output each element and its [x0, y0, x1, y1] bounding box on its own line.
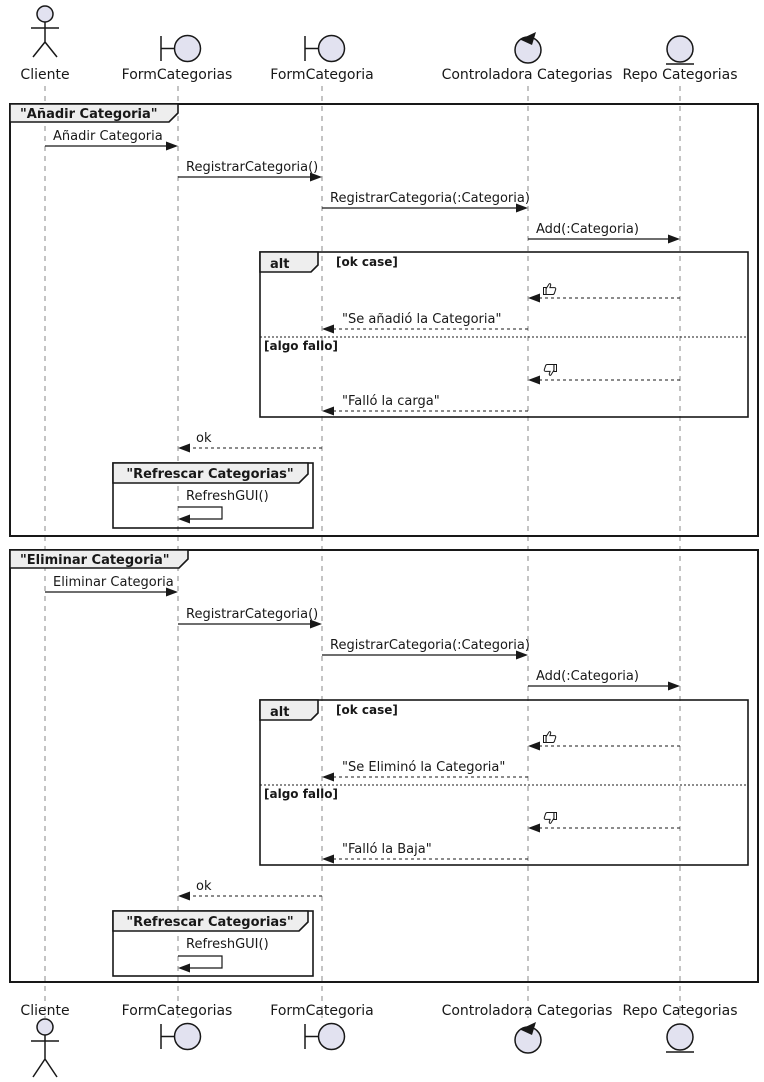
control-icon [514, 1022, 542, 1054]
reply-thumbs-up [528, 731, 680, 751]
entity-icon [666, 35, 694, 65]
svg-text:RegistrarCategoria(): RegistrarCategoria() [186, 607, 318, 622]
thumbs-up-icon [543, 731, 557, 743]
reply-fallo-carga: "Falló la carga" [322, 394, 528, 416]
participant-label: Controladora Categorias [442, 1003, 613, 1019]
message-registrar-categoria: RegistrarCategoria() [178, 160, 322, 182]
svg-text:ok: ok [196, 879, 212, 894]
alt-label: alt [270, 705, 289, 720]
svg-text:Añadir Categoria: Añadir Categoria [53, 129, 163, 144]
participant-formcategorias-bottom: FormCategorias [122, 1003, 233, 1051]
thumbs-up-icon [543, 283, 557, 295]
participant-label: Cliente [20, 1003, 69, 1019]
message-add-categoria: Add(:Categoria) [528, 222, 680, 244]
reply-ok: ok [178, 879, 322, 901]
svg-text:RegistrarCategoria(:Categoria): RegistrarCategoria(:Categoria) [330, 191, 530, 206]
svg-text:"Se añadió la Categoria": "Se añadió la Categoria" [342, 312, 501, 327]
thumbs-down-icon [543, 364, 557, 376]
svg-text:"Falló la Baja": "Falló la Baja" [342, 842, 432, 857]
svg-text:RegistrarCategoria(): RegistrarCategoria() [186, 160, 318, 175]
participant-label: FormCategoria [270, 67, 373, 83]
guard-algo-fallo: [algo fallo] [264, 339, 338, 353]
thumbs-down-icon [543, 812, 557, 824]
participant-formcategoria-bottom: FormCategoria [270, 1003, 374, 1051]
participant-repo-top: Repo Categorias [622, 35, 738, 83]
boundary-icon [160, 1022, 202, 1051]
reply-thumbs-down [528, 364, 680, 385]
svg-text:RefreshGUI(): RefreshGUI() [186, 937, 269, 952]
frame-title: "Añadir Categoria" [20, 107, 158, 122]
svg-text:Add(:Categoria): Add(:Categoria) [536, 669, 639, 684]
control-icon [514, 32, 542, 64]
frame-title-tab [9, 103, 179, 123]
frame-refrescar-categorias: "Refrescar Categorias" RefreshGUI() [112, 462, 314, 529]
svg-text:"Falló la carga": "Falló la carga" [342, 394, 440, 409]
message-refresh-gui: RefreshGUI() [178, 489, 269, 524]
frame-title: "Eliminar Categoria" [20, 553, 170, 568]
boundary-icon [160, 34, 202, 63]
frame-refrescar-categorias: "Refrescar Categorias" RefreshGUI() [112, 910, 314, 977]
frame-title-tab [112, 462, 309, 484]
boundary-icon [304, 1022, 346, 1051]
frame-title-tab [9, 549, 189, 569]
guard-algo-fallo: [algo fallo] [264, 787, 338, 801]
participant-label: FormCategoria [270, 1003, 373, 1019]
actor-icon [31, 5, 59, 58]
reply-se-anadio: "Se añadió la Categoria" [322, 312, 528, 334]
alt-tab [259, 251, 319, 273]
svg-text:RefreshGUI(): RefreshGUI() [186, 489, 269, 504]
participant-formcategoria-top: FormCategoria [270, 34, 374, 83]
alt-fragment: alt [ok case] "Se añadió la Categoria" [… [259, 251, 749, 418]
reply-ok: ok [178, 431, 322, 453]
message-registrar-categoria-param: RegistrarCategoria(:Categoria) [322, 638, 530, 660]
participant-controladora-top: Controladora Categorias [442, 32, 613, 83]
svg-text:"Se Eliminó la Categoria": "Se Eliminó la Categoria" [342, 760, 505, 775]
participant-label: FormCategorias [122, 1003, 233, 1019]
reply-thumbs-up [528, 283, 680, 303]
message-anadir-categoria: Añadir Categoria [45, 129, 178, 151]
participant-label: FormCategorias [122, 67, 233, 83]
reply-se-elimino: "Se Eliminó la Categoria" [322, 760, 528, 782]
participant-repo-bottom: Repo Categorias [622, 1003, 738, 1053]
reply-thumbs-down [528, 812, 680, 833]
frame-title-tab [112, 910, 309, 932]
guard-ok-case: [ok case] [336, 703, 398, 717]
participant-controladora-bottom: Controladora Categorias [442, 1003, 613, 1054]
participant-formcategorias-top: FormCategorias [122, 34, 233, 83]
participant-label: Repo Categorias [622, 67, 737, 83]
message-add-categoria: Add(:Categoria) [528, 669, 680, 691]
svg-text:ok: ok [196, 431, 212, 446]
guard-ok-case: [ok case] [336, 255, 398, 269]
frame-title: "Refrescar Categorias" [126, 915, 293, 930]
message-refresh-gui: RefreshGUI() [178, 937, 269, 973]
participant-cliente-top: Cliente [20, 5, 70, 83]
participant-label: Repo Categorias [622, 1003, 737, 1019]
frame-title: "Refrescar Categorias" [126, 467, 293, 482]
message-registrar-categoria: RegistrarCategoria() [178, 607, 322, 629]
actor-icon [31, 1018, 59, 1078]
svg-text:Eliminar Categoria: Eliminar Categoria [53, 575, 174, 590]
participant-label: Controladora Categorias [442, 67, 613, 83]
message-eliminar-categoria: Eliminar Categoria [45, 575, 178, 597]
frame-eliminar-categoria: "Eliminar Categoria" Eliminar Categoria … [9, 549, 759, 983]
message-registrar-categoria-param: RegistrarCategoria(:Categoria) [322, 191, 530, 213]
alt-tab [259, 699, 319, 721]
alt-fragment: alt [ok case] "Se Eliminó la Categoria" … [259, 699, 749, 866]
participant-label: Cliente [20, 67, 69, 83]
svg-text:Add(:Categoria): Add(:Categoria) [536, 222, 639, 237]
boundary-icon [304, 34, 346, 63]
entity-icon [666, 1023, 694, 1053]
frame-anadir-categoria: "Añadir Categoria" Añadir Categoria Regi… [9, 103, 759, 537]
svg-text:RegistrarCategoria(:Categoria): RegistrarCategoria(:Categoria) [330, 638, 530, 653]
alt-label: alt [270, 257, 289, 272]
participant-cliente-bottom: Cliente [20, 1003, 70, 1078]
reply-fallo-baja: "Falló la Baja" [322, 842, 528, 864]
